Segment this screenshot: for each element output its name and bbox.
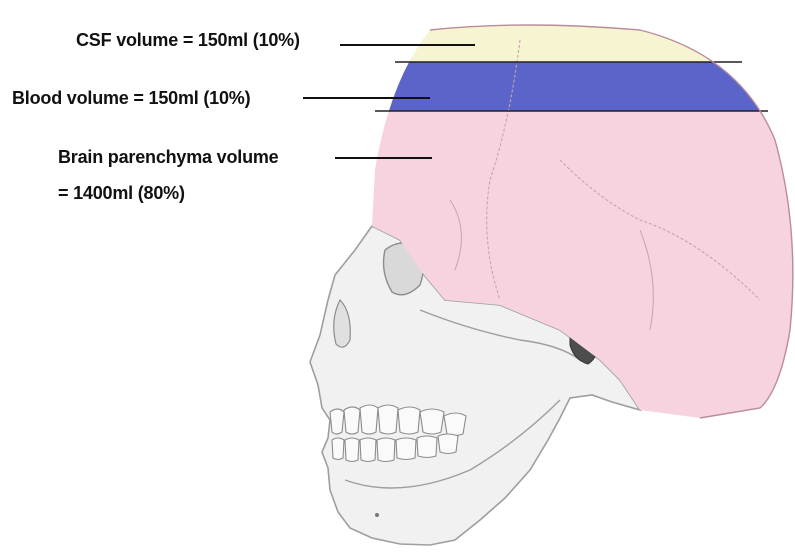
blood-volume-label: Blood volume = 150ml (10%) xyxy=(12,88,250,109)
brain-volume-label-line2: = 1400ml (80%) xyxy=(58,183,185,204)
csf-region xyxy=(340,10,795,62)
csf-volume-label: CSF volume = 150ml (10%) xyxy=(76,30,300,51)
mental-foramen xyxy=(375,513,379,517)
blood-region xyxy=(340,62,795,111)
brain-volume-label-line1: Brain parenchyma volume xyxy=(58,147,278,168)
